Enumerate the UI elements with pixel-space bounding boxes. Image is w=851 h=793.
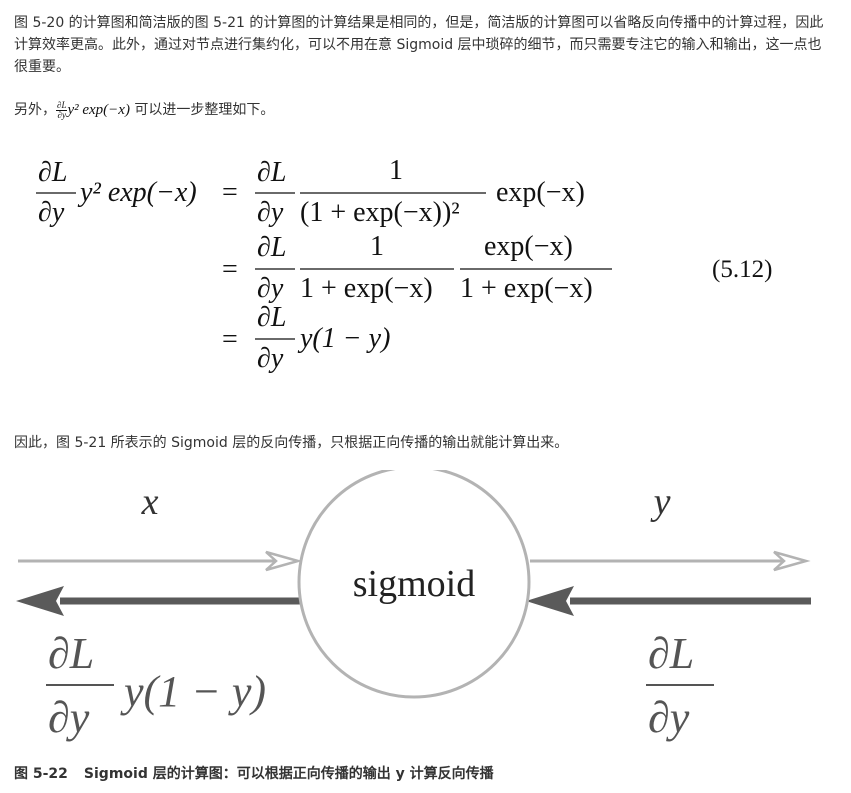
inline-frac-num: ∂L (56, 99, 68, 111)
input-label-x: x (141, 481, 159, 523)
forward-input-arrowhead (265, 550, 303, 572)
backward-output-arrowhead (16, 586, 64, 616)
left-grad-tail: y(1 − y) (120, 667, 266, 716)
inline-derivative-fraction: ∂L∂y (56, 99, 68, 120)
line1-f-den: (1 + exp(−x))² (300, 197, 460, 228)
equals-3: = (222, 324, 238, 355)
equals-2: = (222, 254, 238, 285)
right-grad-den: ∂y (648, 693, 690, 742)
paragraph-1: 图 5-20 的计算图和简洁版的图 5-21 的计算图的计算结果是相同的，但是，… (14, 15, 824, 75)
line2-f2-den: 1 + exp(−x) (460, 273, 593, 304)
inline-frac-den: ∂y (57, 109, 66, 120)
figure-caption-text: Sigmoid 层的计算图：可以根据正向传播的输出 y 计算反向传播 (83, 766, 494, 782)
line2-f1-num: 1 (370, 231, 384, 262)
right-grad-num: ∂L (648, 629, 694, 678)
line1-den: ∂y (257, 197, 284, 228)
line3-tail: y(1 − y) (297, 323, 390, 354)
line2-num: ∂L (257, 232, 286, 263)
output-label-y: y (650, 481, 671, 523)
paragraph-3: 因此，图 5-21 所表示的 Sigmoid 层的反向传播，只根据正向传播的输出… (14, 435, 569, 451)
line2-den: ∂y (257, 273, 284, 304)
line1-num: ∂L (257, 157, 286, 188)
sigmoid-graph-diagram: sigmoid x y ∂L ∂y y(1 − y) ∂L ∂y (16, 470, 811, 742)
sigmoid-node (297, 470, 531, 699)
paragraph-2-prefix: 另外， (14, 102, 56, 118)
equation-5-12: ∂L ∂y y² exp(−x) = ∂L ∂y 1 (1 + exp(−x))… (36, 155, 772, 374)
equation-number: (5.12) (712, 256, 772, 283)
forward-output-arrowhead (773, 550, 811, 572)
line3-den: ∂y (257, 343, 284, 374)
figure-number: 图 5-22 (14, 766, 68, 782)
line2-f2-num: exp(−x) (484, 231, 573, 262)
left-grad-num: ∂L (48, 629, 94, 678)
paragraph-2-suffix: 可以进一步整理如下。 (129, 102, 275, 118)
line2-f1-den: 1 + exp(−x) (300, 273, 433, 304)
equals-1: = (222, 177, 238, 208)
lhs-den: ∂y (38, 197, 65, 228)
figure-caption: 图 5-22 Sigmoid 层的计算图：可以根据正向传播的输出 y 计算反向传播 (14, 763, 494, 783)
left-grad-den: ∂y (48, 693, 90, 742)
line3-num: ∂L (257, 302, 286, 333)
lhs-tail: y² exp(−x) (77, 177, 197, 208)
backward-input-arrowhead (526, 586, 574, 616)
inline-math-tail: y² exp(−x) (67, 102, 130, 118)
sigmoid-node-label: sigmoid (353, 563, 475, 605)
line1-tail: exp(−x) (496, 177, 585, 208)
line1-f-num: 1 (389, 155, 403, 186)
lhs-num: ∂L (38, 157, 67, 188)
